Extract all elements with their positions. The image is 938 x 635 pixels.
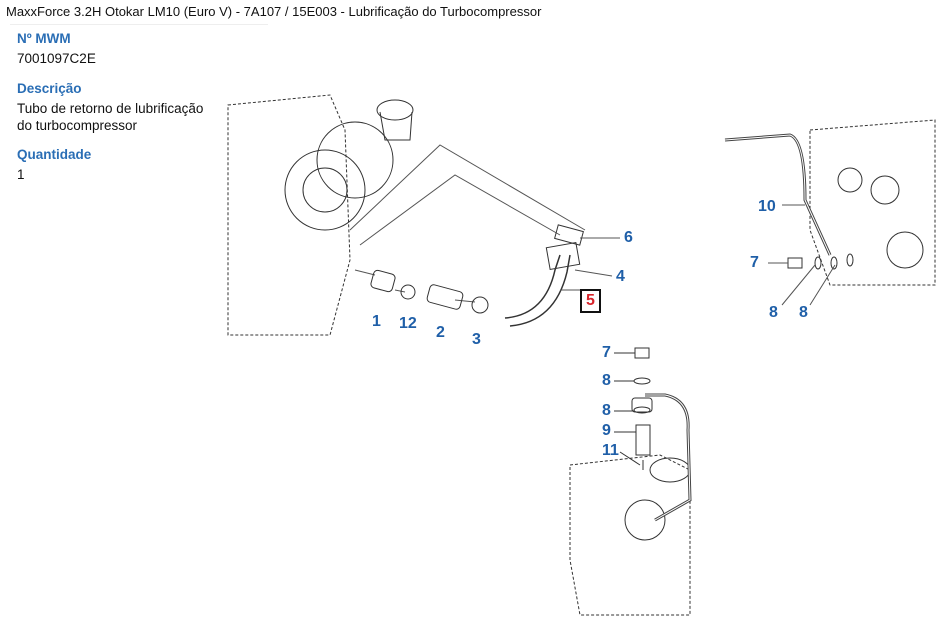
breadcrumb: MaxxForce 3.2H Otokar LM10 (Euro V) - 7A… [6, 4, 542, 19]
description-value: Tubo de retorno de lubrificação do turbo… [17, 101, 204, 133]
callout-8-bottom-a[interactable]: 8 [602, 372, 611, 389]
quantity-label: Quantidade [17, 147, 92, 162]
quantity-value: 1 [17, 167, 25, 182]
callout-11[interactable]: 11 [602, 442, 619, 459]
callout-12[interactable]: 12 [399, 315, 417, 332]
mwm-label: Nº MWM [17, 31, 71, 46]
callout-7-top[interactable]: 7 [750, 254, 759, 271]
callout-9[interactable]: 9 [602, 422, 611, 439]
callout-8-top-a[interactable]: 8 [769, 304, 778, 321]
callout-6[interactable]: 6 [624, 229, 633, 246]
description-label: Descrição [17, 81, 82, 96]
callout-8-bottom-b[interactable]: 8 [602, 402, 611, 419]
callout-10[interactable]: 10 [758, 198, 776, 215]
callout-7-bottom[interactable]: 7 [602, 344, 611, 361]
divider [10, 24, 268, 25]
callout-1[interactable]: 1 [372, 313, 381, 330]
callout-5-selected[interactable]: 5 [580, 289, 601, 313]
callout-4[interactable]: 4 [616, 268, 625, 285]
mwm-value: 7001097C2E [17, 51, 96, 66]
callout-2[interactable]: 2 [436, 324, 445, 341]
callout-8-top-b[interactable]: 8 [799, 304, 808, 321]
callout-3[interactable]: 3 [472, 331, 481, 348]
